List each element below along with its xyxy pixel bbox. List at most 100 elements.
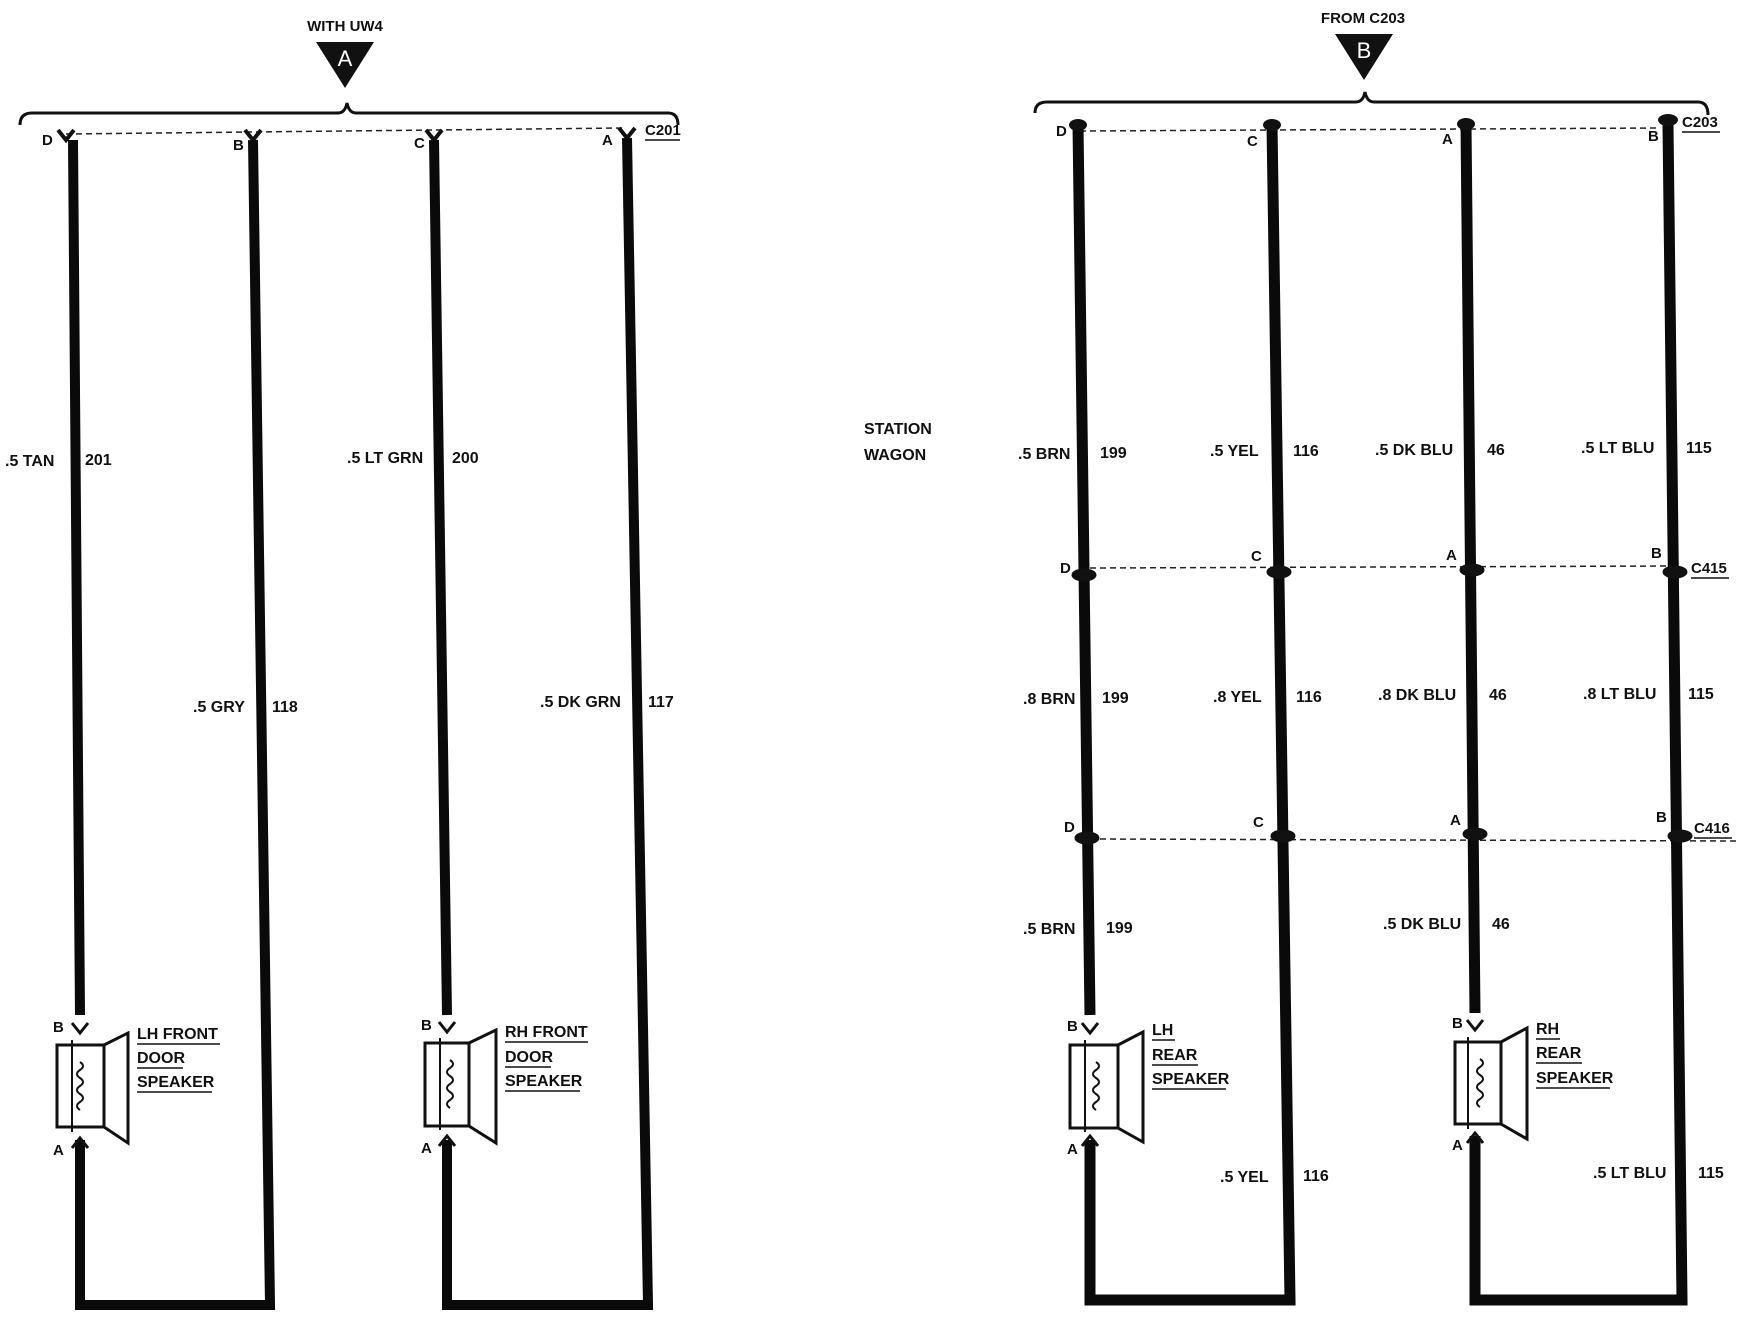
rh-front-label-1: RH FRONT: [505, 1024, 588, 1041]
lh-rear-label-1: LH: [1152, 1022, 1173, 1039]
circuit-115-mid: 115: [1688, 686, 1714, 703]
c415-connector-line: [1089, 565, 1671, 569]
wire-label-yel-return: .5 YEL: [1220, 1169, 1269, 1186]
circuit-116-return: 116: [1303, 1168, 1329, 1185]
c416-pin-c: C: [1253, 814, 1264, 831]
c416-junction-c: [1270, 829, 1296, 843]
rh-front-terminal-top: [437, 1021, 457, 1035]
c416-junction-b: [1667, 829, 1693, 843]
c201-terminal-b: [243, 128, 263, 144]
right-section: FROM C203 B STATION WAGON C203 D C A B C…: [864, 10, 1741, 1306]
c415-pin-b: B: [1651, 545, 1662, 562]
lh-front-pin-b: B: [53, 1019, 64, 1036]
left-marker-triangle: [316, 42, 374, 88]
c415-pin-c: C: [1251, 548, 1262, 565]
right-bracket: [1033, 91, 1710, 116]
c415-junction-a: [1459, 563, 1485, 577]
wire-label-brn-mid: .8 BRN: [1023, 691, 1075, 708]
circuit-199-low: 199: [1106, 920, 1133, 937]
c203-pin-c: C: [1247, 133, 1258, 150]
c203-terminal-b: [1658, 114, 1678, 126]
wire-117-dkgrn: [442, 137, 654, 1310]
wire-label-ltblu-top: .5 LT BLU: [1581, 440, 1654, 457]
c203-terminal-d: [1069, 119, 1087, 131]
c201-pin-c: C: [414, 135, 425, 152]
wire-115-ltblu: [1469, 124, 1688, 1306]
speaker-cone: [1116, 1029, 1145, 1145]
lh-front-label-1: LH FRONT: [137, 1026, 218, 1043]
wire-label-dkblu-top: .5 DK BLU: [1375, 442, 1453, 459]
speaker-cone: [1499, 1025, 1529, 1142]
c201-pin-a: A: [602, 132, 613, 149]
c416-pin-d: D: [1064, 819, 1075, 836]
left-header: WITH UW4: [307, 18, 383, 35]
c201-pin-d: D: [42, 132, 53, 149]
c203-terminal-c: [1263, 119, 1281, 131]
right-marker-letter: B: [1357, 38, 1372, 63]
circuit-118: 118: [272, 699, 298, 716]
speaker-coil: [1476, 1058, 1484, 1108]
c416-junction-d: [1074, 831, 1100, 845]
c203-pin-b: B: [1648, 128, 1659, 145]
left-marker-letter: A: [338, 46, 353, 71]
wire-label-brn-low: .5 BRN: [1023, 921, 1075, 938]
rh-rear-terminal-top: [1465, 1019, 1485, 1033]
lh-front-terminal-bottom: [70, 1135, 90, 1149]
station-wagon-note-1: STATION: [864, 421, 932, 438]
wire-label-ltgrn: .5 LT GRN: [347, 450, 423, 467]
wire-label-dkblu-low: .5 DK BLU: [1383, 916, 1461, 933]
left-section: WITH UW4 A C201 D B C A .5 TAN 201 .5 GR…: [5, 18, 681, 1310]
wire-label-brn-top: .5 BRN: [1018, 446, 1070, 463]
speaker-cone: [102, 1030, 130, 1146]
rh-rear-terminal-bottom: [1465, 1130, 1485, 1144]
rh-front-label-3: SPEAKER: [505, 1073, 583, 1090]
circuit-199-top: 199: [1100, 445, 1127, 462]
right-marker-triangle: [1335, 34, 1393, 80]
c416-pin-b: B: [1656, 809, 1667, 826]
circuit-200: 200: [452, 450, 479, 467]
circuit-46-low: 46: [1492, 916, 1510, 933]
right-marker: B: [1335, 34, 1393, 80]
rh-front-terminal-bottom: [437, 1133, 457, 1147]
c201-label: C201: [645, 122, 681, 139]
c416-connector-line: [1089, 838, 1741, 842]
lh-rear-label-2: REAR: [1152, 1047, 1198, 1064]
lh-front-pin-a: A: [53, 1142, 64, 1159]
circuit-116-mid: 116: [1296, 689, 1322, 706]
wire-label-yel-mid: .8 YEL: [1213, 689, 1262, 706]
speaker-cone: [467, 1027, 498, 1146]
lh-rear-speaker: B A LH REAR SPEAKER: [1067, 1018, 1230, 1158]
c203-connector-line: [1079, 127, 1661, 132]
circuit-46-mid: 46: [1489, 687, 1507, 704]
rh-rear-label-3: SPEAKER: [1536, 1070, 1614, 1087]
wire-label-tan: .5 TAN: [5, 453, 54, 470]
lh-rear-pin-b: B: [1067, 1018, 1078, 1035]
lh-front-terminal-top: [70, 1022, 90, 1036]
lh-front-door-speaker: B A LH FRONT DOOR SPEAKER: [53, 1019, 220, 1159]
circuit-46-top: 46: [1487, 442, 1505, 459]
c201-terminal-d: [56, 128, 76, 144]
left-marker: A: [316, 42, 374, 88]
speaker-coil: [1092, 1061, 1100, 1111]
rh-front-door-speaker: B A RH FRONT DOOR SPEAKER: [421, 1017, 588, 1157]
lh-rear-terminal-top: [1080, 1022, 1100, 1036]
rh-rear-label-2: REAR: [1536, 1045, 1582, 1062]
speaker-coil: [76, 1061, 84, 1111]
circuit-199-mid: 199: [1102, 690, 1129, 707]
rh-rear-speaker: B A RH REAR SPEAKER: [1452, 1015, 1614, 1154]
rh-front-pin-a: A: [421, 1140, 432, 1157]
wire-label-ltblu-mid: .8 LT BLU: [1583, 686, 1656, 703]
rh-front-pin-b: B: [421, 1017, 432, 1034]
c416-label: C416: [1694, 820, 1730, 837]
lh-rear-pin-a: A: [1067, 1141, 1078, 1158]
rh-rear-pin-a: A: [1452, 1137, 1463, 1154]
circuit-116-top: 116: [1293, 443, 1319, 460]
c203-pin-d: D: [1056, 123, 1067, 140]
left-bracket: [18, 102, 680, 126]
c203-pin-a: A: [1442, 131, 1453, 148]
lh-front-label-2: DOOR: [137, 1050, 185, 1067]
station-wagon-note-2: WAGON: [864, 447, 926, 464]
speaker-magnet-box: [423, 1041, 471, 1128]
rh-rear-label-1: RH: [1536, 1021, 1559, 1038]
